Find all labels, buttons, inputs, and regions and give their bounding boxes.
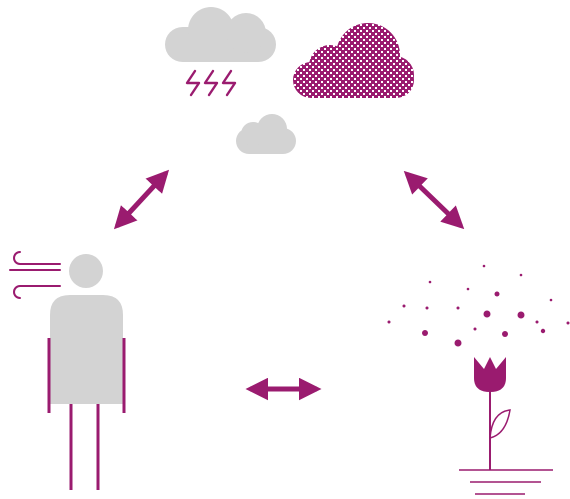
person-group bbox=[10, 252, 124, 490]
arrow-weather-person bbox=[117, 173, 166, 226]
lightning-icon bbox=[187, 71, 235, 95]
arrow-weather-plant bbox=[407, 174, 461, 226]
arrows-group bbox=[117, 173, 461, 389]
small-cloud-icon bbox=[236, 114, 296, 154]
patterned-cloud-icon bbox=[293, 23, 414, 98]
cloud-icon bbox=[165, 7, 276, 62]
weather-group bbox=[165, 7, 414, 154]
flower-icon bbox=[459, 357, 553, 494]
wind-icon bbox=[10, 252, 60, 298]
plant-group bbox=[388, 265, 570, 494]
pollen-icon bbox=[388, 265, 570, 347]
person-icon bbox=[49, 254, 124, 490]
